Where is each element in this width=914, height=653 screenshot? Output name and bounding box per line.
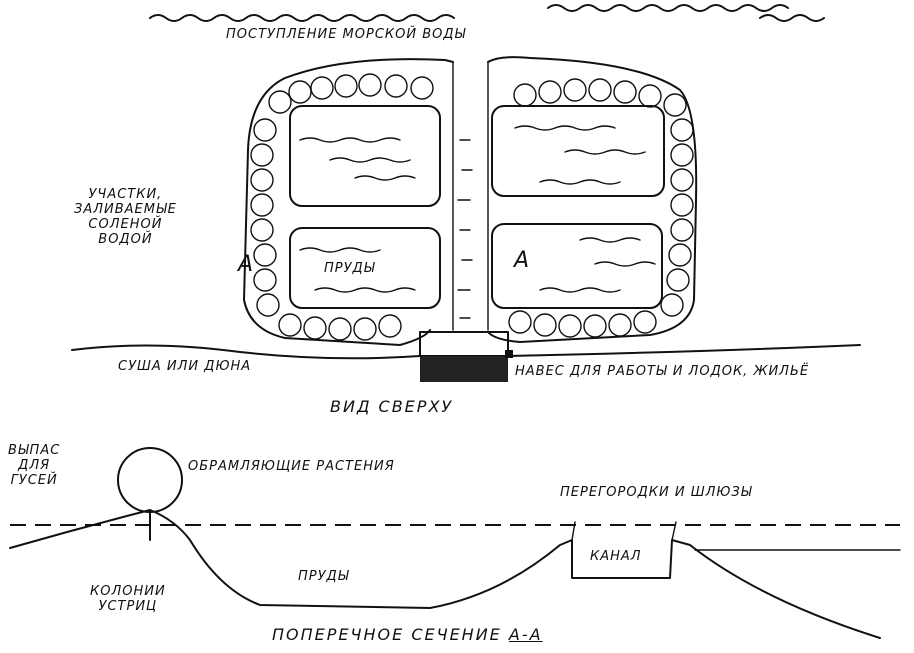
right-pond-complex [487, 56, 698, 343]
flooded-areas-label: УЧАСТКИ, ЗАЛИВАЕМЫЕ СОЛЕНОЙ ВОДОЙ [74, 187, 177, 247]
plants-label: ОБРАМЛЯЮЩИЕ РАСТЕНИЯ [188, 459, 395, 474]
geese-label: ВЫПАС ДЛЯ ГУСЕЙ [8, 443, 61, 488]
section-title-suffix: А-А [508, 625, 543, 644]
land-line-right [507, 344, 861, 357]
canal-label: КАНАЛ [590, 549, 642, 564]
section-title-text: ПОПЕРЕЧНОЕ СЕЧЕНИЕ [272, 625, 502, 644]
right-shrubs [508, 78, 694, 338]
cross-section-ponds-label: ПРУДЫ [298, 569, 350, 584]
top-view-ponds-label: ПРУДЫ [324, 261, 376, 276]
section-title: ПОПЕРЕЧНОЕ СЕЧЕНИЕ А-А [272, 625, 543, 644]
sea-waves [149, 4, 825, 22]
left-pond-complex [243, 58, 454, 346]
shelter [419, 331, 513, 382]
shelter-label: НАВЕС ДЛЯ РАБОТЫ И ЛОДОК, ЖИЛЬЁ [515, 364, 810, 379]
left-shrubs [250, 73, 434, 341]
land-line [71, 344, 421, 360]
partitions-label: ПЕРЕГОРОДКИ И ШЛЮЗЫ [560, 485, 753, 500]
pond-bottom-left [289, 227, 441, 309]
tree [117, 447, 183, 513]
pond-top-right [491, 105, 665, 197]
pond-bottom-right [491, 223, 663, 309]
section-marker-left: A [238, 252, 254, 277]
land-label: СУША ИЛИ ДЮНА [118, 359, 252, 374]
cross-section [9, 447, 901, 639]
ground-profile [9, 509, 881, 639]
pond-top-left [289, 105, 441, 207]
oysters-label: КОЛОНИИ УСТРИЦ [90, 584, 166, 614]
canal-top-view [457, 139, 473, 319]
view-title: ВИД СВЕРХУ [330, 397, 454, 416]
section-marker-right: A [514, 248, 530, 273]
sea-inflow-label: ПОСТУПЛЕНИЕ МОРСКОЙ ВОДЫ [226, 27, 467, 42]
